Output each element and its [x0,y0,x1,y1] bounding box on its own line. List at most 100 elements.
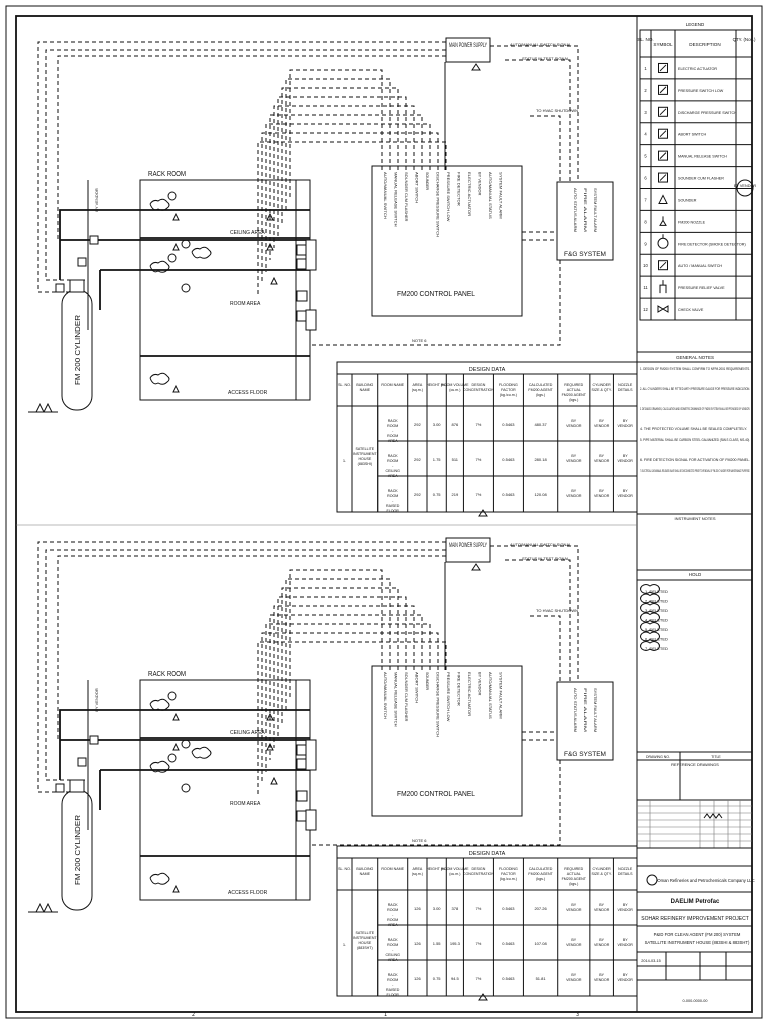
rack-room-boundary [139,679,311,901]
hvac-shutdown-label: TO HVAC SHUTDOWN [536,108,578,113]
panel-signal-label: AUTO/MANUAL STATUS [488,172,493,219]
legend-symbol-icon [657,234,669,249]
main-power-supply-box [445,37,491,63]
fag-signal-label: SYSTEM FAULT ALARM [593,188,598,232]
revision-cloud-icon [149,698,170,711]
rack-room-boundary [139,179,311,401]
nozzle-icon [266,242,274,251]
fag-signal-label: FIRE ALARM [583,188,588,232]
panel-signal-label: PRESSURE SWITCH LOW [446,172,451,222]
panel-signal-label: SOUNDER CUM FLASHER [404,172,409,221]
legend-row-no: 12 [643,307,648,312]
design-cell-factor: 0.5463 [502,492,515,497]
control-panel-label: FM200 CONTROL PANEL [397,791,475,798]
drawing-title-line1: P&ID FOR CLEAN AGENT (FM 200) SYSTEM [654,932,741,937]
fag-signal-label: FIRE ALARM [583,688,588,732]
sounder-flasher-icon [305,739,317,771]
panel-signal-label: AUTO/MANUAL SWITCH [383,672,388,719]
design-cell-volume: 94.5 [451,976,460,981]
nozzle-icon [172,212,180,221]
general-note-item: 1. DESIGN OF FM200 SYSTEM SHALL CONFIRM … [640,367,750,371]
design-cell-factor: 0.5463 [502,941,515,946]
legend-row-no: 8 [644,219,647,224]
legend-title: LEGEND [686,22,705,27]
nozzle-icon [270,776,278,785]
legend-row-no: 11 [643,285,648,290]
legend-row-no: 10 [643,263,648,268]
design-header-cell: SL. NO. [338,867,351,871]
panel-signal-label: ELECTRIC ACTUATOR [467,672,472,716]
note-label: NOTE 6 [412,338,427,343]
revision-cloud-icon [149,872,170,885]
design-cell-conc: 7% [476,457,482,462]
manual-release-icon [305,309,317,331]
panel-signal-label: SOUNDER [425,672,430,690]
design-cell-factor: 0.5463 [502,457,515,462]
field-switch-icon [296,290,308,302]
design-cell-factor: 0.5463 [502,422,515,427]
panel-signal-label: AUTO/MANUAL STATUS [488,672,493,719]
design-cell-area: 292 [414,422,421,427]
design-header-cell: ROOM VOLUME(cu.m.) [441,383,469,392]
legend-symbol-icon [658,128,668,139]
cylinder-label: FM 200 CYLINDER [75,315,82,385]
reference-drawings-label: REFERENCE DRAWINGS [671,762,719,767]
rack-room-label: RACK ROOM [148,171,186,178]
sounder-flasher-icon [305,239,317,271]
hold-title: HOLD [689,572,702,577]
legend-row-desc: CHECK VALVE [678,308,704,312]
access-floor-label: ACCESS FLOOR [228,390,268,396]
revision-cloud-icon [640,622,660,632]
revision-cloud-icon [640,641,660,651]
design-sl-no: 1. [343,458,346,463]
design-header-cell: HEIGHT (m.) [426,867,447,871]
drawing-title-label: TITLE [711,755,721,759]
revision-cloud-icon [149,372,170,385]
check-valve-icon [77,257,87,267]
revision-cloud-icon [640,593,660,604]
panel-signal-label: MANUAL RELEASE SWITCH [394,672,399,727]
pressure-switch-icon [89,735,99,745]
legend-row-desc: PRESSURE RELIEF VALVE [678,286,725,290]
design-cell-calc: 280.18 [534,457,547,462]
design-cell-height: 0.75 [433,976,442,981]
auto-manual-signal-label: AUTO/MANUAL SWITCH SIGNAL [510,42,572,47]
revision-cloud-icon [149,198,170,211]
design-cell-height: 1.55 [433,941,442,946]
panel-signal-label: AUTO/MANUAL SWITCH [383,172,388,219]
legend-row-desc: PRESSURE SWITCH LOW [678,89,724,93]
fag-system-label: F&G SYSTEM [564,251,606,258]
fag-system-label: F&G SYSTEM [564,751,606,758]
revision-cloud-icon [640,584,660,594]
design-header-cell: ROOM NAME [381,383,404,387]
revision-cloud-icon [149,760,170,773]
drawing-no-label: DRAWING NO. [646,755,670,759]
legend-row-no: 4 [644,132,647,137]
fire-detector-icon [181,283,191,293]
title-block-doc-no: 0-000-0000-00 [683,999,708,1003]
legend-row-no: 2 [644,88,647,93]
ceiling-area-label: CEILING AREA [230,230,265,236]
legend-row-desc: DISCHARGE PRESSURE SWITCH [678,111,737,115]
design-cell-factor: 0.5463 [502,906,515,911]
design-header-cell: AREA(sq.m.) [412,867,423,876]
nozzle-icon [266,712,274,721]
panel-signal-label: SYSTEM FAULT ALARM [499,672,504,719]
design-cell-volume: 378 [452,906,459,911]
legend-header-qty: QTY. (Nos.) [733,37,756,42]
fm200-control-panel [371,165,523,317]
